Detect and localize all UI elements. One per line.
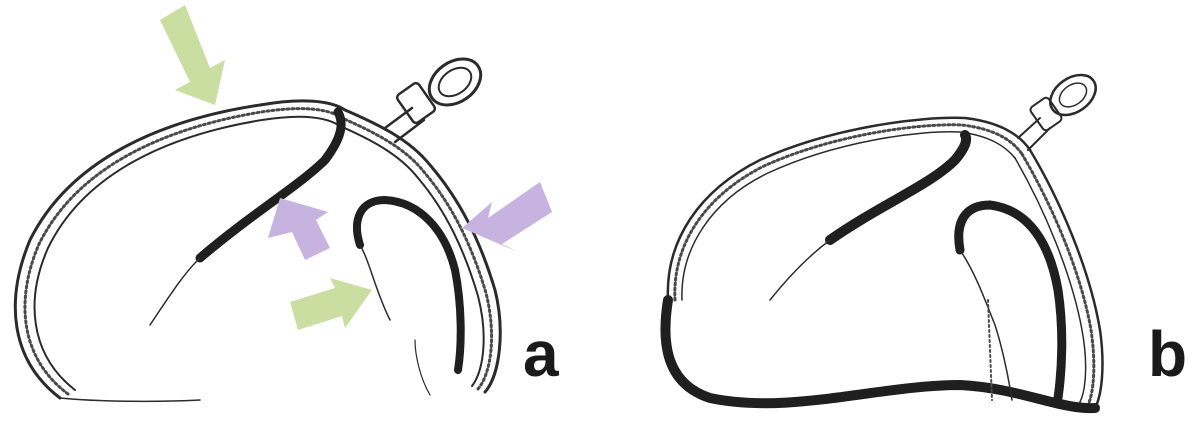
arrow-purple-left xyxy=(268,198,330,260)
panel-a-drawing xyxy=(15,50,500,402)
panel-label-b: b xyxy=(1148,322,1187,386)
panel-b-drawing xyxy=(665,67,1103,408)
arrow-purple-right xyxy=(462,182,552,252)
arrow-green-top xyxy=(160,5,225,105)
arrow-green-bottom xyxy=(290,278,372,330)
panel-label-a: a xyxy=(523,322,559,386)
